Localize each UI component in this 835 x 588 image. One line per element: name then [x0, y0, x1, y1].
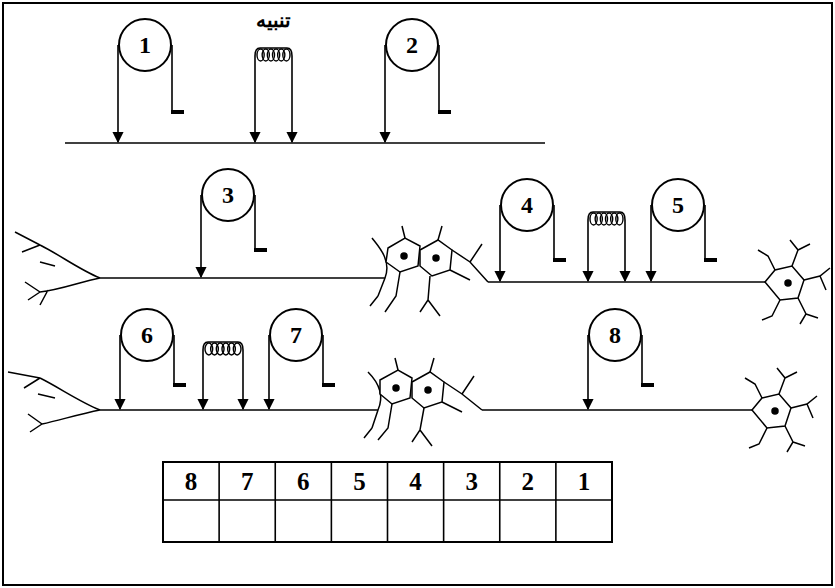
callout-number: 8: [609, 323, 621, 347]
oscilloscope-circle: 8: [588, 308, 642, 362]
callout-number: 3: [222, 183, 234, 207]
stimulator: [588, 212, 625, 281]
callout-number: 2: [406, 33, 418, 57]
table-cell: 5: [353, 469, 366, 494]
table-cell: 3: [465, 469, 478, 494]
result-table: [163, 462, 612, 542]
table-cell: 2: [522, 469, 535, 494]
oscilloscope-circle: 7: [269, 308, 323, 362]
table-cell: 4: [409, 469, 422, 494]
callout-number: 4: [521, 193, 533, 217]
table-rule: [218, 462, 220, 542]
table-rule: [443, 462, 445, 542]
table-cell: 7: [241, 469, 254, 494]
table-rule: [555, 462, 557, 542]
frame: [3, 3, 832, 585]
callout-number: 1: [139, 33, 151, 57]
table-cell: 6: [297, 469, 310, 494]
oscilloscope-circle: 4: [500, 178, 554, 232]
table-cell: 8: [185, 469, 198, 494]
dendrite-ending: [8, 232, 100, 432]
oscilloscope-circle: 3: [201, 168, 255, 222]
table-rule: [331, 462, 333, 542]
oscilloscope-circle: 6: [120, 308, 174, 362]
stimulator: [203, 342, 243, 409]
table-rule: [499, 462, 501, 542]
oscilloscope-circle: 1: [118, 18, 172, 72]
callout-number: 6: [141, 323, 153, 347]
table-rule: [387, 462, 389, 542]
cell-body: [370, 226, 488, 316]
stimulator: [255, 48, 292, 142]
cell-body: [364, 358, 482, 446]
callout-number: 5: [672, 193, 684, 217]
oscilloscope-circle: 5: [651, 178, 705, 232]
stimulus-label: تنبيه: [256, 10, 291, 30]
nerve-fibre: [65, 143, 765, 410]
neuron: [745, 240, 830, 452]
callout-number: 7: [290, 323, 302, 347]
oscilloscope-circle: 2: [385, 18, 439, 72]
table-cell: 1: [578, 469, 591, 494]
table-rule: [274, 462, 276, 542]
